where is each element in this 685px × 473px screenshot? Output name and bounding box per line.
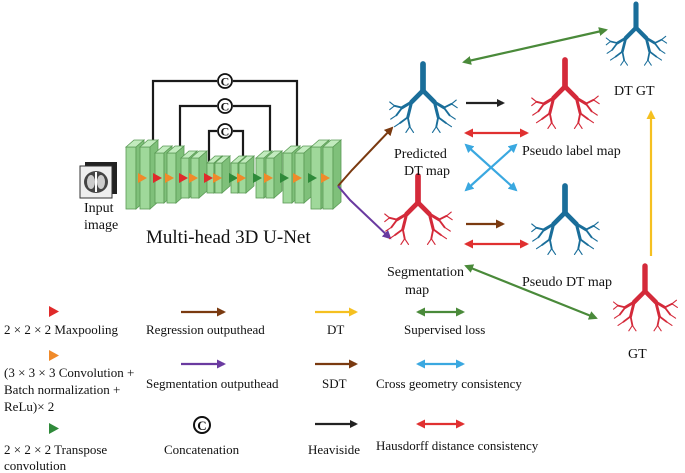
conv-legend-icon xyxy=(49,350,59,361)
concat-icon: C xyxy=(217,73,233,89)
gt-tree xyxy=(612,263,678,332)
maxpool-marker xyxy=(153,173,162,183)
concat-icon: C xyxy=(217,123,233,139)
conv-block xyxy=(237,155,256,194)
maxpool-marker xyxy=(204,173,213,183)
segmentation-head-arrow xyxy=(337,185,392,240)
transpose-marker xyxy=(229,173,238,183)
legend-cross-geometry: Cross geometry consistency xyxy=(376,376,522,391)
conv-marker xyxy=(189,173,198,183)
legend-hausdorff: Hausdorff distance consistency xyxy=(376,438,539,453)
conv-marker xyxy=(138,173,147,183)
legend-conv-line1: (3 × 3 × 3 Convolution + xyxy=(4,365,134,380)
svg-text:C: C xyxy=(197,418,206,433)
predicted-dt-map-label-line1: Predicted xyxy=(394,147,447,162)
transpose-marker xyxy=(308,173,317,183)
pseudo-dt-map-tree xyxy=(531,183,600,255)
legend-heaviside: Heaviside xyxy=(308,442,360,457)
transpose-marker xyxy=(280,173,289,183)
legend-concatenation: Concatenation xyxy=(164,442,240,457)
svg-text:C: C xyxy=(221,125,230,139)
legend-transpose-line1: 2 × 2 × 2 Transpose xyxy=(4,442,107,457)
conv-marker xyxy=(293,173,302,183)
unet-blocks xyxy=(124,139,343,210)
legend-transpose-line2: convolution xyxy=(4,458,67,473)
legend-maxpooling: 2 × 2 × 2 Maxpooling xyxy=(4,322,118,337)
transpose-marker xyxy=(253,173,262,183)
pseudo-label-map-tree xyxy=(531,57,600,129)
supervised-arrow-top xyxy=(462,27,608,65)
legend: 2 × 2 × 2 Maxpooling (3 × 3 × 3 Convolut… xyxy=(4,306,539,473)
dt-gt-tree xyxy=(605,1,668,66)
input-image-icon xyxy=(79,162,117,199)
legend-supervised-loss: Supervised loss xyxy=(404,322,485,337)
pseudo-dt-map-label: Pseudo DT map xyxy=(522,275,612,290)
conv-marker xyxy=(213,173,222,183)
supervised-arrow-bottom xyxy=(464,264,598,320)
conv-marker xyxy=(321,173,330,183)
conv-marker xyxy=(237,173,246,183)
svg-text:C: C xyxy=(221,75,230,89)
concat-legend-icon: C xyxy=(193,416,211,434)
regression-head-arrow xyxy=(337,126,394,187)
dt-gt-label: DT GT xyxy=(614,84,655,99)
network-label: Multi-head 3D U-Net xyxy=(146,227,311,248)
concatenation-symbols: C C C xyxy=(217,73,233,139)
segmentation-map-label-line2: map xyxy=(405,283,429,298)
predicted-dt-map-label-line2: DT map xyxy=(404,164,450,179)
input-image-label-line2: image xyxy=(84,218,118,233)
transpose-legend-icon xyxy=(49,423,59,434)
maxpool-legend-icon xyxy=(49,306,59,317)
pseudo-label-map-label: Pseudo label map xyxy=(522,144,621,159)
legend-segmentation-head: Segmentation outputhead xyxy=(146,376,279,391)
conv-marker xyxy=(264,173,273,183)
legend-sdt: SDT xyxy=(322,376,347,391)
conv-block xyxy=(264,150,284,199)
segmentation-map-label-line1: Segmentation xyxy=(387,265,464,280)
cross-geometry-arrow-2 xyxy=(464,143,518,192)
airway-trees xyxy=(384,1,678,332)
gt-label: GT xyxy=(628,347,647,362)
concat-icon: C xyxy=(217,98,233,114)
conv-marker xyxy=(165,173,174,183)
conv-block xyxy=(213,155,232,194)
legend-dt: DT xyxy=(327,322,344,337)
legend-conv-line3: ReLu)× 2 xyxy=(4,399,54,414)
maxpool-marker xyxy=(179,173,188,183)
conv-block xyxy=(321,139,343,210)
input-image-label-line1: Input xyxy=(84,201,114,216)
segmentation-map-tree xyxy=(384,173,453,245)
svg-text:C: C xyxy=(221,100,230,114)
legend-conv-line2: Batch normalization + xyxy=(4,382,120,397)
predicted-dt-map-tree xyxy=(389,61,458,133)
legend-regression-head: Regression outputhead xyxy=(146,322,265,337)
